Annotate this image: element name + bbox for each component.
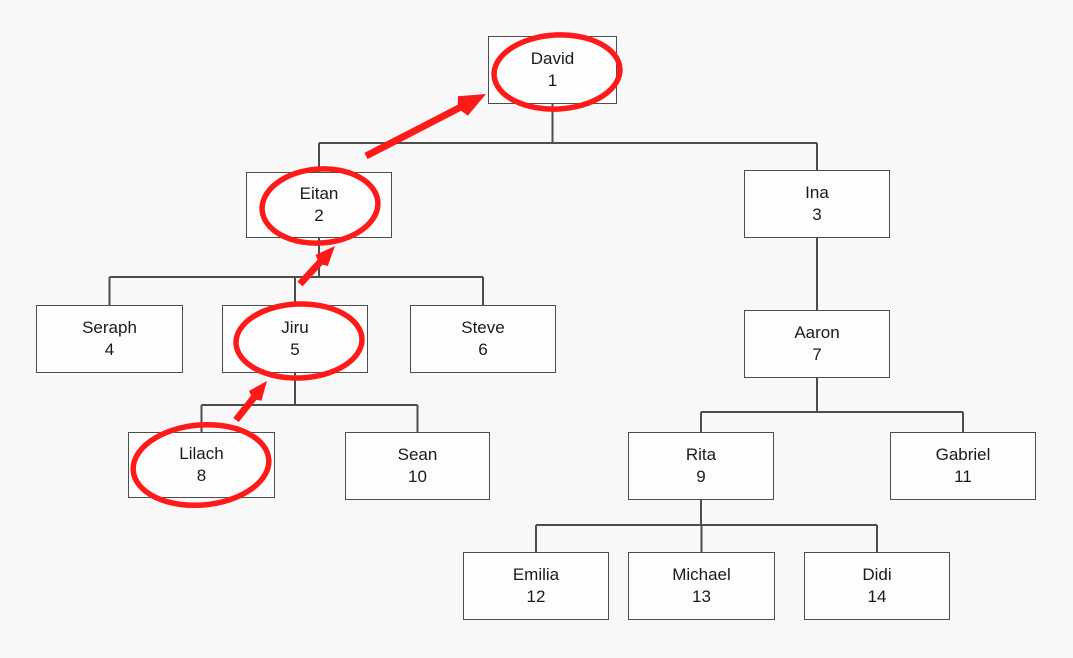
node-david[interactable]: David 1 xyxy=(488,36,617,104)
node-name-label: Steve xyxy=(461,317,505,337)
node-name-label: Lilach xyxy=(179,443,224,463)
node-name-label: Aaron xyxy=(794,322,840,342)
node-name-label: Michael xyxy=(672,564,731,584)
node-id-label: 9 xyxy=(696,467,706,486)
node-id-label: 6 xyxy=(478,340,488,359)
node-id-label: 3 xyxy=(812,205,822,224)
node-jiru[interactable]: Jiru 5 xyxy=(222,305,368,373)
node-ina[interactable]: Ina 3 xyxy=(744,170,890,238)
node-lilach[interactable]: Lilach 8 xyxy=(128,432,275,498)
node-name-label: Gabriel xyxy=(935,444,991,464)
node-id-label: 1 xyxy=(547,71,558,90)
node-gabriel[interactable]: Gabriel 11 xyxy=(890,432,1036,500)
node-aaron[interactable]: Aaron 7 xyxy=(744,310,890,378)
node-name-label: Jiru xyxy=(281,317,309,337)
node-name-label: Sean xyxy=(397,444,438,464)
node-steve[interactable]: Steve 6 xyxy=(410,305,556,373)
node-name-label: Emilia xyxy=(512,564,560,584)
node-eitan[interactable]: Eitan 2 xyxy=(246,172,392,238)
node-id-label: 13 xyxy=(692,587,711,606)
node-name-label: Eitan xyxy=(299,183,339,203)
node-seraph[interactable]: Seraph 4 xyxy=(36,305,183,373)
node-sean[interactable]: Sean 10 xyxy=(345,432,490,500)
node-id-label: 8 xyxy=(196,466,207,485)
node-id-label: 7 xyxy=(812,345,822,364)
node-rita[interactable]: Rita 9 xyxy=(628,432,774,500)
node-name-label: Ina xyxy=(805,182,829,202)
node-id-label: 4 xyxy=(104,340,115,359)
node-id-label: 14 xyxy=(867,587,887,606)
node-michael[interactable]: Michael 13 xyxy=(628,552,775,620)
node-name-label: Didi xyxy=(862,564,892,584)
node-name-label: Rita xyxy=(685,444,717,464)
node-id-label: 10 xyxy=(408,467,427,486)
node-name-label: Seraph xyxy=(82,317,137,337)
node-didi[interactable]: Didi 14 xyxy=(804,552,950,620)
node-id-label: 2 xyxy=(314,206,324,225)
node-name-label: David xyxy=(530,48,575,68)
node-emilia[interactable]: Emilia 12 xyxy=(463,552,609,620)
node-id-label: 5 xyxy=(290,340,300,359)
node-id-label: 12 xyxy=(526,587,546,606)
node-id-label: 11 xyxy=(954,467,972,486)
